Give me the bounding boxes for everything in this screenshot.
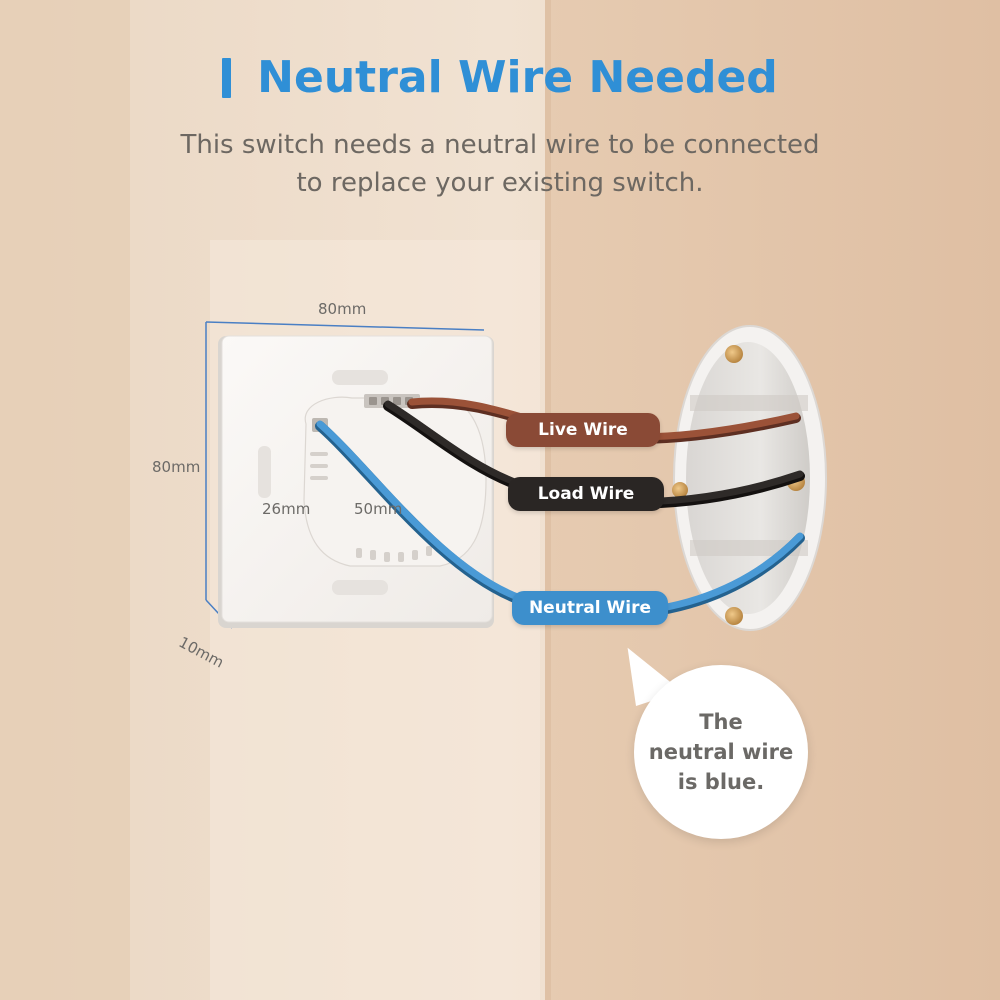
module-vents	[310, 452, 432, 562]
panel-slot-top	[332, 370, 388, 385]
screw-icon	[725, 345, 743, 363]
neutral-wire-label: Neutral Wire	[512, 591, 668, 625]
dim-line-width	[205, 321, 485, 331]
page-title: Neutral Wire Needed	[222, 52, 778, 103]
subtitle-line-2: to replace your existing switch.	[296, 168, 704, 198]
subtitle-line-1: This switch needs a neutral wire to be c…	[180, 130, 820, 160]
title-accent-bar	[222, 57, 232, 98]
dim-label-module-diameter: 50mm	[354, 500, 403, 518]
callout-bubble: The neutral wire is blue.	[634, 665, 808, 839]
panel-slot-left	[258, 446, 271, 498]
dim-label-width: 80mm	[318, 300, 367, 318]
screw-icon	[672, 482, 688, 498]
callout-line-2: neutral wire	[648, 740, 794, 764]
switch-panel	[218, 335, 494, 628]
box-rib-top	[690, 395, 808, 411]
header: Neutral Wire Needed	[0, 52, 1000, 103]
screw-icon	[725, 607, 743, 625]
dim-label-module-depth: 26mm	[262, 500, 311, 518]
subtitle: This switch needs a neutral wire to be c…	[100, 126, 900, 202]
live-wire-label: Live Wire	[506, 413, 660, 447]
junction-box	[672, 325, 827, 631]
panel-slot-bottom	[332, 580, 388, 595]
dim-label-height: 80mm	[152, 458, 201, 476]
callout-line-1: The	[699, 710, 743, 734]
title-text: Neutral Wire Needed	[257, 52, 778, 103]
load-wire-label: Load Wire	[508, 477, 664, 511]
door-frame-left	[0, 0, 130, 1000]
switch-module	[303, 396, 487, 567]
callout-line-3: is blue.	[677, 770, 765, 794]
